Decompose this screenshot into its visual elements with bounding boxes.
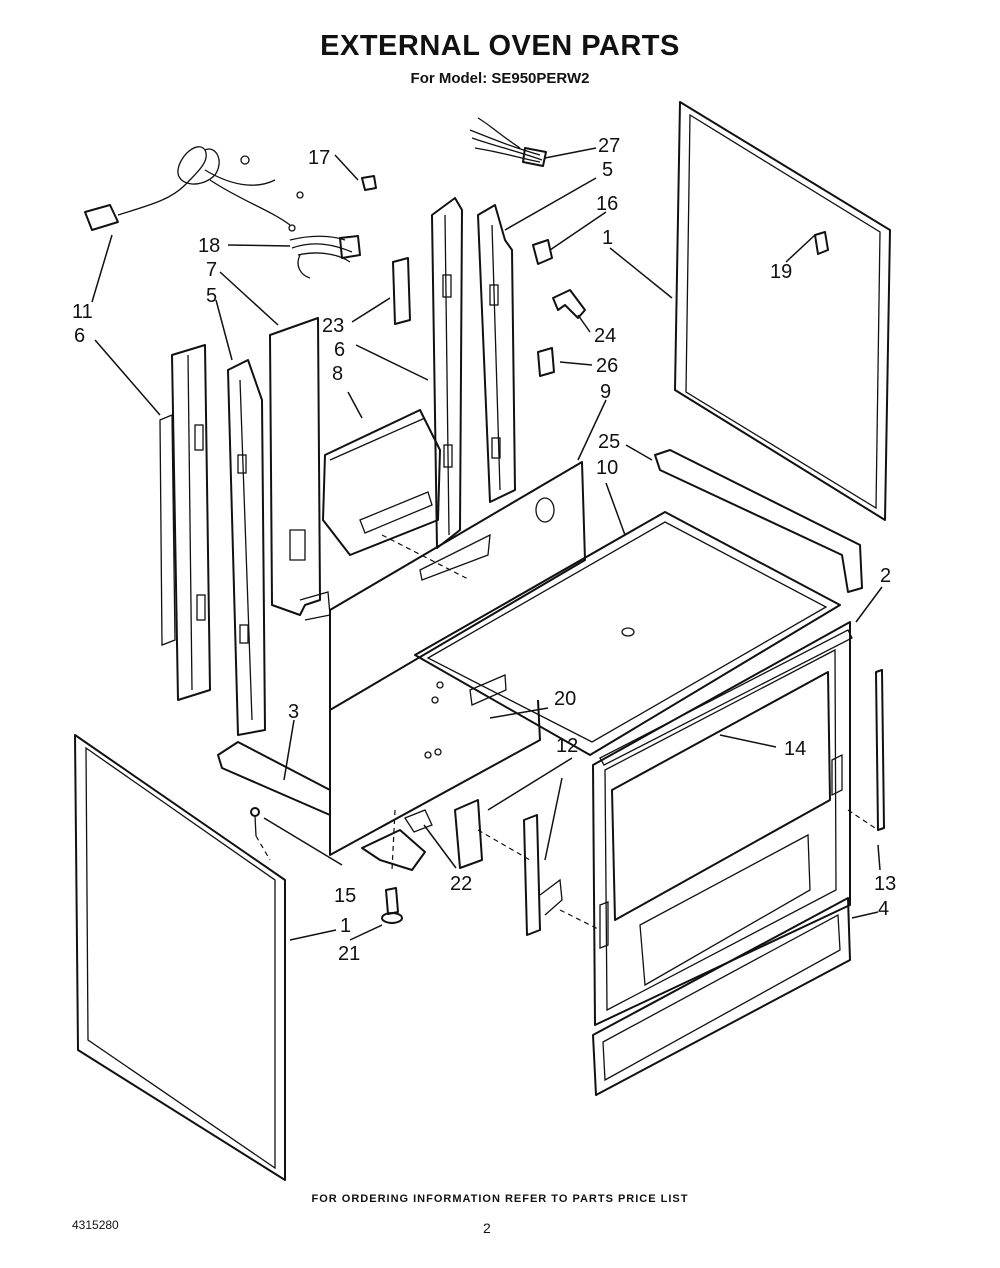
top-panel-10 bbox=[414, 511, 841, 756]
callout-1-right: 1 bbox=[602, 227, 613, 249]
callout-2: 2 bbox=[880, 565, 891, 587]
callout-13: 13 bbox=[874, 873, 896, 895]
callout-7: 7 bbox=[206, 259, 217, 281]
bracket-23 bbox=[392, 257, 411, 325]
ordering-note: FOR ORDERING INFORMATION REFER TO PARTS … bbox=[311, 1193, 689, 1205]
wire-harness-18 bbox=[289, 235, 361, 279]
side-panel-1-left bbox=[74, 734, 286, 1181]
strip-14 bbox=[599, 629, 853, 766]
clip-24 bbox=[552, 289, 586, 319]
page-title: EXTERNAL OVEN PARTS bbox=[320, 30, 680, 62]
callout-6-left: 6 bbox=[74, 325, 85, 347]
cabinet-box bbox=[329, 610, 541, 856]
clip-26 bbox=[537, 347, 555, 377]
callout-16: 16 bbox=[596, 193, 618, 215]
callout-14: 14 bbox=[784, 738, 806, 760]
callout-17: 17 bbox=[308, 147, 330, 169]
side-rail-5-left bbox=[227, 359, 266, 736]
wire-bundle-27 bbox=[469, 117, 547, 167]
hinge-strip-12 bbox=[523, 814, 563, 936]
trim-strip-25 bbox=[654, 449, 863, 593]
base-rail-3 bbox=[217, 741, 331, 816]
leg-21 bbox=[381, 887, 403, 924]
callout-11: 11 bbox=[72, 301, 93, 323]
trim-13 bbox=[875, 669, 885, 831]
shield-panel-7 bbox=[269, 317, 331, 621]
callout-5-top: 5 bbox=[602, 159, 613, 181]
callout-6-center: 6 bbox=[334, 339, 345, 361]
power-cord bbox=[84, 146, 304, 232]
callout-23: 23 bbox=[322, 315, 344, 337]
side-rail-5-right bbox=[477, 204, 516, 503]
callout-18: 18 bbox=[198, 235, 220, 257]
callout-5-left: 5 bbox=[206, 285, 217, 307]
document-number: 4315280 bbox=[72, 1218, 119, 1232]
front-frame-2 bbox=[592, 621, 851, 1026]
side-panel-1-right bbox=[674, 101, 891, 521]
callout-labels: 17 18 7 5 11 6 23 6 8 27 5 16 1 19 24 26… bbox=[72, 135, 896, 965]
vent-duct-8 bbox=[322, 409, 441, 556]
callout-21: 21 bbox=[338, 943, 360, 965]
callout-4: 4 bbox=[878, 898, 889, 920]
screw-15 bbox=[250, 807, 260, 837]
callout-26: 26 bbox=[596, 355, 618, 377]
callout-20: 20 bbox=[554, 688, 576, 710]
side-trim-6-center bbox=[431, 197, 463, 549]
clip-16 bbox=[532, 239, 553, 265]
callout-1-left: 1 bbox=[340, 915, 351, 937]
page-number: 2 bbox=[483, 1220, 491, 1236]
bracket-20 bbox=[454, 799, 483, 869]
callout-25: 25 bbox=[598, 431, 620, 453]
callout-10: 10 bbox=[596, 457, 618, 479]
kick-panel-4 bbox=[592, 897, 851, 1096]
callout-8: 8 bbox=[332, 363, 343, 385]
callout-24: 24 bbox=[594, 325, 616, 347]
model-line: For Model: SE950PERW2 bbox=[410, 70, 590, 87]
callout-3: 3 bbox=[288, 701, 299, 723]
assembly-dash-lines bbox=[255, 534, 879, 931]
callout-19: 19 bbox=[770, 261, 792, 283]
callout-27: 27 bbox=[598, 135, 620, 157]
side-trim-6-left bbox=[159, 344, 211, 701]
callout-15: 15 bbox=[334, 885, 356, 907]
callout-12: 12 bbox=[556, 735, 578, 757]
callout-22: 22 bbox=[450, 873, 472, 895]
clip-17 bbox=[361, 175, 377, 191]
leader-lines bbox=[91, 147, 883, 941]
leveling-bracket-22 bbox=[361, 809, 433, 871]
callout-9: 9 bbox=[600, 381, 611, 403]
